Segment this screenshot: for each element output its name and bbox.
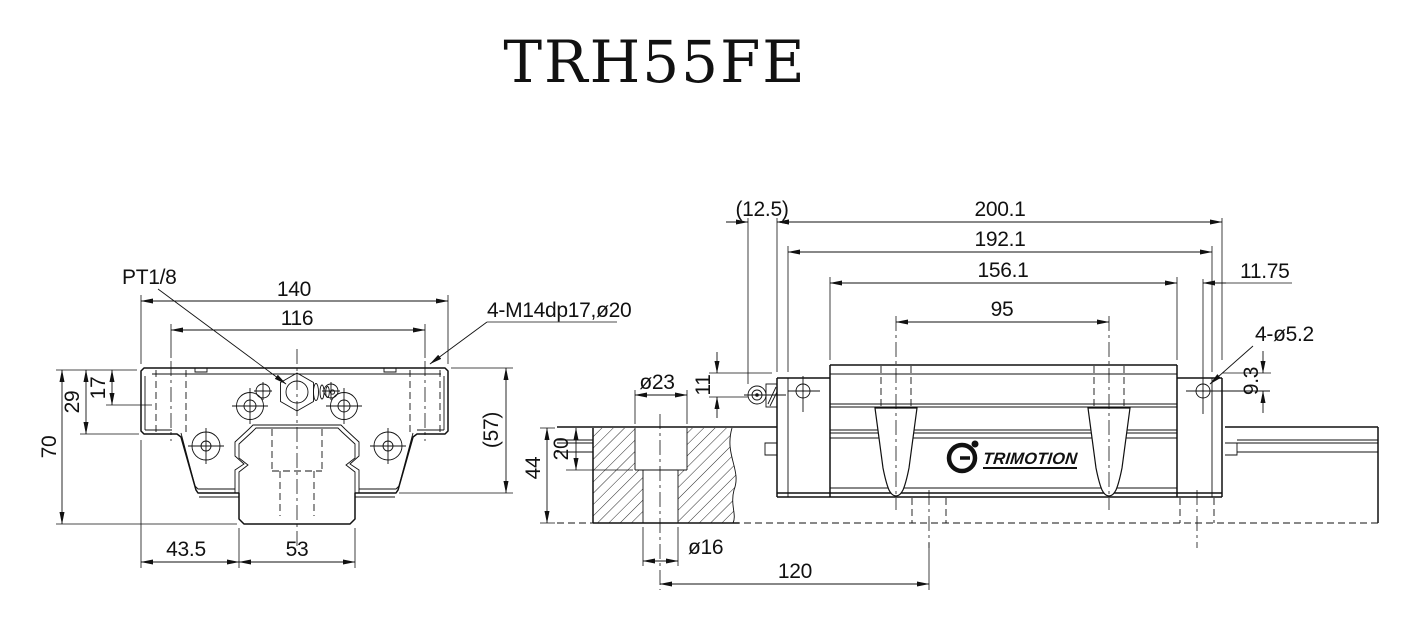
- dim-hole-dia: ø16: [688, 536, 723, 559]
- dim-rail-height: 44: [522, 456, 545, 479]
- upper-holes: [232, 382, 362, 424]
- logo-mark: [946, 442, 978, 474]
- block-side: TRIMOTION: [744, 316, 1270, 510]
- rail-section-hatch: [593, 428, 643, 523]
- dim-block-height: (57): [480, 412, 503, 448]
- side-holes-leader: [1209, 345, 1254, 385]
- dim-len-total: 200.1: [974, 198, 1025, 221]
- side-holes-label: 4-ø5.2: [1255, 323, 1314, 346]
- logo-text: TRIMOTION: [982, 449, 1079, 468]
- rail-bolt-counterbore: [634, 428, 688, 523]
- dim-hole-span: 116: [281, 307, 314, 330]
- port-leader: [157, 288, 287, 385]
- dim-cb-dia: ø23: [639, 371, 674, 394]
- section-break-line: [729, 427, 737, 524]
- lower-holes: [188, 428, 406, 464]
- side-view: TRIMOTION (12.5) 200.1 192.1 156.1 95 11…: [522, 198, 1379, 590]
- dim-width: 140: [277, 278, 311, 301]
- front-view: PT1/8 4-M14dp17,ø20 140 116 70 29 17 (57…: [38, 266, 632, 568]
- dim-total-height: 70: [38, 436, 61, 459]
- grease-port: [280, 372, 336, 412]
- dim-h17: 17: [87, 377, 110, 400]
- dim-rail-pitch: 120: [778, 560, 812, 583]
- dim-h29: 29: [61, 391, 84, 414]
- dim-hole-pitch: 95: [991, 298, 1014, 321]
- block-outline: [140, 367, 449, 525]
- grease-nipple: [744, 383, 786, 408]
- dim-edge-offset: 11.75: [1240, 260, 1290, 283]
- dim-rail-width: 53: [286, 538, 309, 561]
- dim-len-body: 156.1: [977, 259, 1028, 282]
- port-label: PT1/8: [122, 266, 177, 289]
- dim-offset-left: 43.5: [166, 538, 206, 561]
- page-title: TRH55FE: [503, 28, 806, 96]
- dim-len-seals: 192.1: [974, 228, 1025, 251]
- brand-logo: TRIMOTION: [946, 440, 1079, 474]
- dim-nipple-len: (12.5): [735, 198, 788, 221]
- dim-nipple-height: 11: [692, 374, 715, 395]
- dim-cb-depth: 20: [550, 438, 573, 461]
- dim-hole-depth: 9.3: [1240, 367, 1263, 395]
- mount-holes-leader: [429, 321, 488, 365]
- mount-holes-label: 4-M14dp17,ø20: [487, 299, 631, 322]
